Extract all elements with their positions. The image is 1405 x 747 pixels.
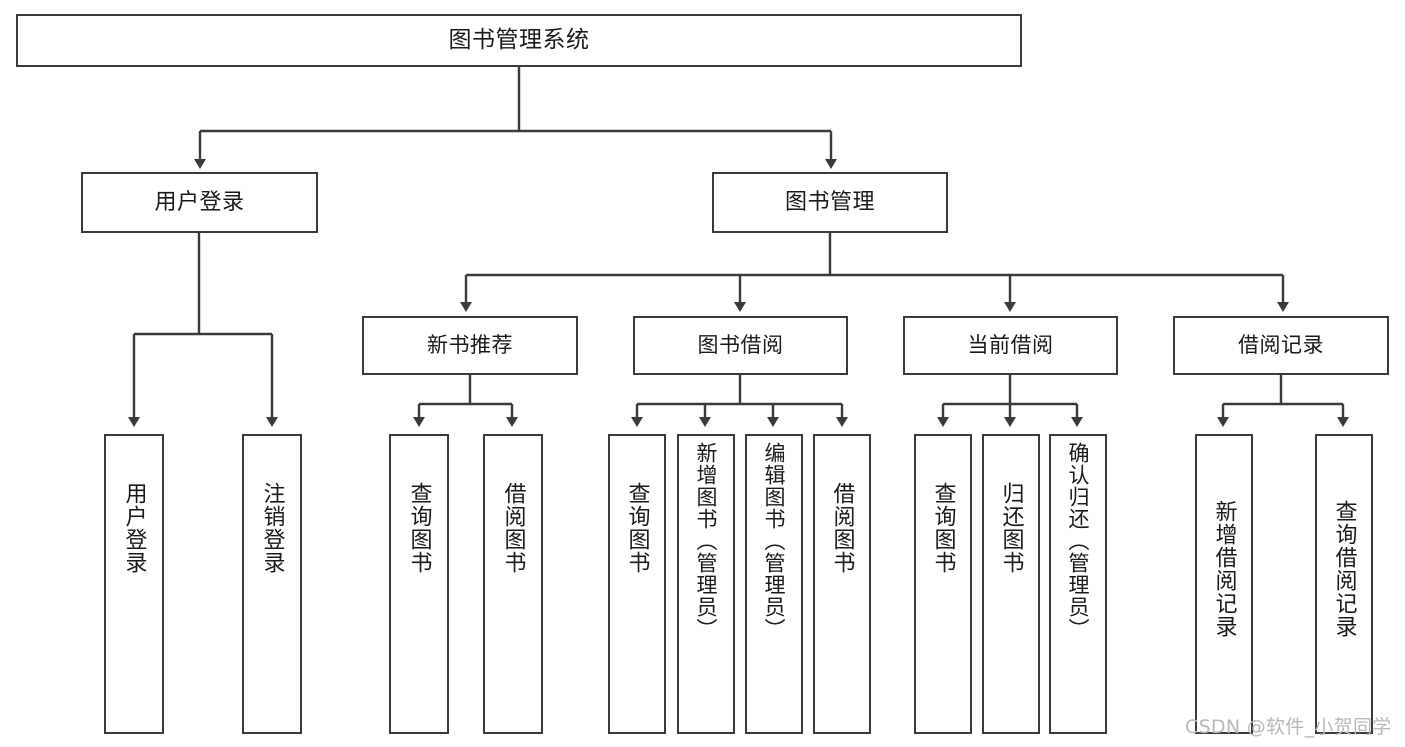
node-label: 新增图书（管理员） bbox=[694, 442, 719, 640]
node-label: 用户登录 bbox=[154, 189, 245, 215]
node-user-login[interactable]: 用户登录 bbox=[81, 172, 318, 233]
node-label: 查询借阅记录 bbox=[1331, 500, 1357, 638]
node-label: 当前借阅 bbox=[967, 333, 1054, 358]
node-label: 新书推荐 bbox=[427, 333, 513, 358]
node-label: 查询图书 bbox=[930, 482, 956, 574]
leaf-query-books-new[interactable]: 查询图书 bbox=[389, 434, 449, 734]
node-label: 新增借阅记录 bbox=[1211, 500, 1237, 638]
leaf-query-books-borrow[interactable]: 查询图书 bbox=[608, 434, 666, 734]
leaf-return-books[interactable]: 归还图书 bbox=[982, 434, 1040, 734]
node-label: 借阅图书 bbox=[829, 482, 855, 574]
node-new-book-recommend[interactable]: 新书推荐 bbox=[362, 316, 578, 375]
node-label: 图书管理系统 bbox=[448, 26, 590, 53]
node-label: 查询图书 bbox=[624, 482, 650, 574]
node-label: 归还图书 bbox=[998, 482, 1024, 574]
node-label: 图书管理 bbox=[784, 189, 875, 215]
leaf-logout[interactable]: 注销登录 bbox=[242, 434, 302, 734]
node-label: 用户登录 bbox=[121, 482, 147, 574]
node-label: 查询图书 bbox=[406, 482, 432, 574]
leaf-user-login[interactable]: 用户登录 bbox=[104, 434, 164, 734]
leaf-add-book-admin[interactable]: 新增图书（管理员） bbox=[677, 434, 735, 734]
node-label: 确认归还（管理员） bbox=[1066, 442, 1091, 640]
node-label: 借阅图书 bbox=[500, 482, 526, 574]
leaf-confirm-return-admin[interactable]: 确认归还（管理员） bbox=[1049, 434, 1107, 734]
leaf-borrow-books-new[interactable]: 借阅图书 bbox=[483, 434, 543, 734]
node-label: 编辑图书（管理员） bbox=[762, 442, 787, 640]
node-borrow-records[interactable]: 借阅记录 bbox=[1173, 316, 1389, 375]
leaf-edit-book-admin[interactable]: 编辑图书（管理员） bbox=[745, 434, 803, 734]
leaf-query-books-current[interactable]: 查询图书 bbox=[914, 434, 972, 734]
node-book-borrow[interactable]: 图书借阅 bbox=[633, 316, 848, 375]
node-label: 注销登录 bbox=[259, 482, 285, 574]
node-label: 图书借阅 bbox=[697, 333, 784, 358]
leaf-query-borrow-record[interactable]: 查询借阅记录 bbox=[1315, 434, 1373, 734]
node-root-system[interactable]: 图书管理系统 bbox=[16, 14, 1022, 67]
node-current-borrow[interactable]: 当前借阅 bbox=[903, 316, 1118, 375]
node-book-management[interactable]: 图书管理 bbox=[712, 172, 948, 233]
watermark-text: CSDN @软件_小贺同学 bbox=[1185, 716, 1392, 738]
leaf-add-borrow-record[interactable]: 新增借阅记录 bbox=[1195, 434, 1253, 734]
leaf-borrow-books[interactable]: 借阅图书 bbox=[813, 434, 871, 734]
node-label: 借阅记录 bbox=[1238, 333, 1324, 358]
